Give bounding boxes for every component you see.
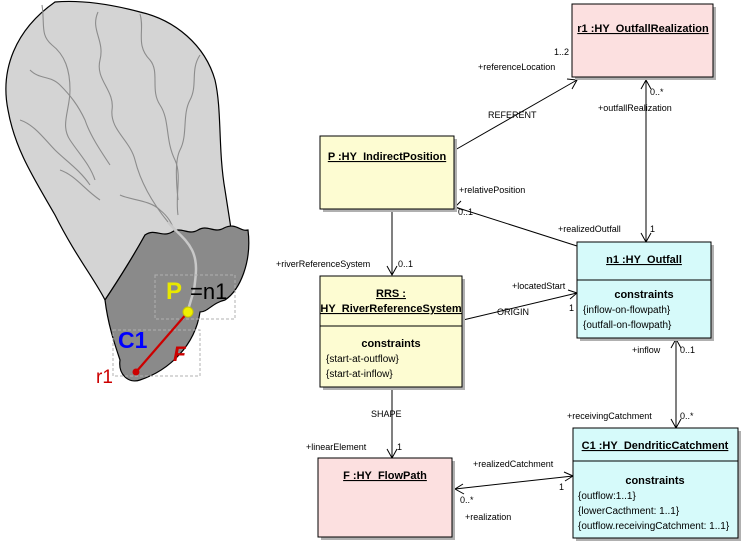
class-title: r1 :HY_OutfallRealization (577, 23, 709, 35)
catchment-illustration: P =n1 C1 F r1 (5, 0, 250, 388)
class-outfall[interactable]: n1 :HY_Outfall constraints {inflow-on-fl… (576, 241, 714, 341)
class-dendritic-catchment[interactable]: C1 :HY_DendriticCatchment constraints {o… (572, 427, 741, 541)
class-title: n1 :HY_Outfall (606, 254, 682, 266)
p-label: P (166, 278, 182, 305)
mult-realization: 0..* (460, 495, 474, 505)
class-title: C1 :HY_DendriticCatchment (582, 440, 729, 452)
flowpath-line (135, 311, 189, 373)
c1-dashed-frame (112, 329, 201, 377)
mult-inflow: 0..1 (680, 345, 695, 355)
river-network (19, 4, 201, 233)
class-title: F :HY_FlowPath (343, 470, 427, 482)
constraint-item: {outfall-on-flowpath} (583, 320, 672, 331)
p-dashed-frame (154, 274, 236, 320)
mult-river-reference-system: 0..1 (398, 259, 413, 269)
name-referent: REFERENT (488, 110, 537, 120)
constraint-item: {outflow:1..1} (578, 491, 636, 502)
role-realized-outfall: +realizedOutfall (558, 224, 621, 234)
mult-located-start: 1 (569, 303, 574, 313)
role-receiving-catchment: +receivingCatchment (567, 411, 652, 421)
association-line-relative-position (454, 206, 578, 247)
name-shape: SHAPE (371, 409, 402, 419)
constraints-label: constraints (614, 289, 673, 301)
constraint-item: {start-at-inflow} (326, 369, 393, 380)
name-origin: ORIGIN (497, 307, 529, 317)
role-relative-position: +relativePosition (459, 185, 525, 195)
class-indirect-position[interactable]: P :HY_IndirectPosition (319, 135, 457, 212)
constraints-label: constraints (625, 475, 684, 487)
class-outfall-realization[interactable]: r1 :HY_OutfallRealization (571, 3, 716, 80)
class-title-line-1: RRS : (376, 288, 406, 300)
association-line-origin (462, 292, 578, 321)
role-outfall-realization: +outfallRealization (598, 103, 672, 113)
role-reference-location: +referenceLocation (478, 62, 555, 72)
association-line-referent (454, 79, 578, 151)
constraint-item: {inflow-on-flowpath} (583, 305, 671, 316)
constraint-item: {start-at-outflow} (326, 354, 399, 365)
role-located-start: +locatedStart (512, 281, 566, 291)
class-flowpath[interactable]: F :HY_FlowPath (317, 457, 455, 540)
catchment-lower-area (104, 225, 250, 382)
class-title-line-2: HY_RiverReferenceSystem (320, 303, 461, 315)
constraint-item: {lowerCacthment: 1..1} (578, 506, 680, 517)
f-label: F (173, 343, 187, 366)
mult-realized-outfall: 1 (650, 224, 655, 234)
mult-linear-element: 1 (397, 442, 402, 452)
constraints-label: constraints (361, 338, 420, 350)
r1-point (132, 368, 140, 376)
mult-relative-position: 0..1 (458, 207, 473, 217)
mult-reference-location: 1..2 (554, 47, 569, 57)
class-river-reference-system[interactable]: RRS : HY_RiverReferenceSystem constraint… (319, 275, 465, 390)
p-point (182, 306, 194, 318)
role-realized-catchment: +realizedCatchment (473, 459, 554, 469)
role-realization: +realization (465, 512, 511, 522)
c1-label: C1 (118, 327, 148, 353)
r1-label: r1 (96, 367, 113, 388)
role-linear-element: +linearElement (306, 442, 367, 452)
role-river-reference-system: +riverReferenceSystem (276, 259, 370, 269)
association-labels: 1..2 +referenceLocation REFERENT 0..* +o… (276, 47, 695, 522)
class-title: P :HY_IndirectPosition (328, 151, 447, 163)
constraint-item: {outflow.receivingCatchment: 1..1} (578, 521, 730, 532)
association-line-realized-catchment (454, 475, 574, 490)
main-river (167, 221, 198, 311)
eq-n1-label: =n1 (190, 279, 227, 304)
arrowhead-river-reference-system (386, 265, 398, 277)
role-inflow: +inflow (632, 345, 661, 355)
mult-realized-catchment: 1 (559, 482, 564, 492)
mult-receiving-catchment: 0..* (680, 411, 694, 421)
mult-outfall-realization: 0..* (650, 87, 664, 97)
